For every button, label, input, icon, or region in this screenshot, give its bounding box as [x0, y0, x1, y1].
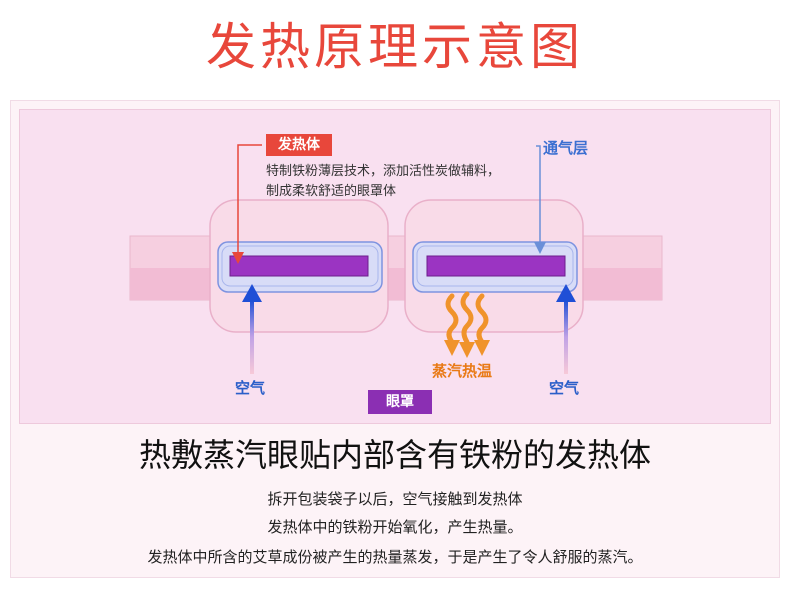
air-arrow-right [556, 284, 576, 374]
section-heading: 热敷蒸汽眼贴内部含有铁粉的发热体 [138, 436, 651, 474]
steam-arrowheads [444, 340, 490, 358]
air-label-left: 空气 [235, 379, 266, 397]
well-right-inner [416, 245, 574, 287]
heat-description-line-1: 特制铁粉薄层技术，添加活性炭做辅料， [266, 164, 501, 179]
body-line-3: 发热体中所含的艾草成份被产生的热量蒸发，于是产生了令人舒服的蒸汽。 [147, 548, 643, 566]
heat-pad-right [426, 255, 566, 277]
steam-icon [445, 291, 489, 345]
heat-element-tag: 发热体 [266, 134, 332, 156]
heat-pointer [232, 144, 262, 264]
air-arrow-left [242, 284, 262, 374]
page-title: 发热原理示意图 [206, 18, 584, 76]
body-line-1: 拆开包装袋子以后，空气接触到发热体 [267, 490, 523, 508]
eye-mask-tag: 眼罩 [368, 390, 432, 414]
heat-pad-left [229, 255, 369, 277]
vent-pointer [534, 145, 546, 254]
well-left-inner [221, 245, 379, 287]
vent-layer-label: 通气层 [543, 139, 589, 157]
body-line-2: 发热体中的铁粉开始氧化，产生热量。 [267, 518, 523, 536]
heat-description-line-2: 制成柔软舒适的眼罩体 [266, 184, 397, 199]
air-label-right: 空气 [549, 379, 580, 397]
steam-label: 蒸汽热温 [432, 362, 493, 380]
